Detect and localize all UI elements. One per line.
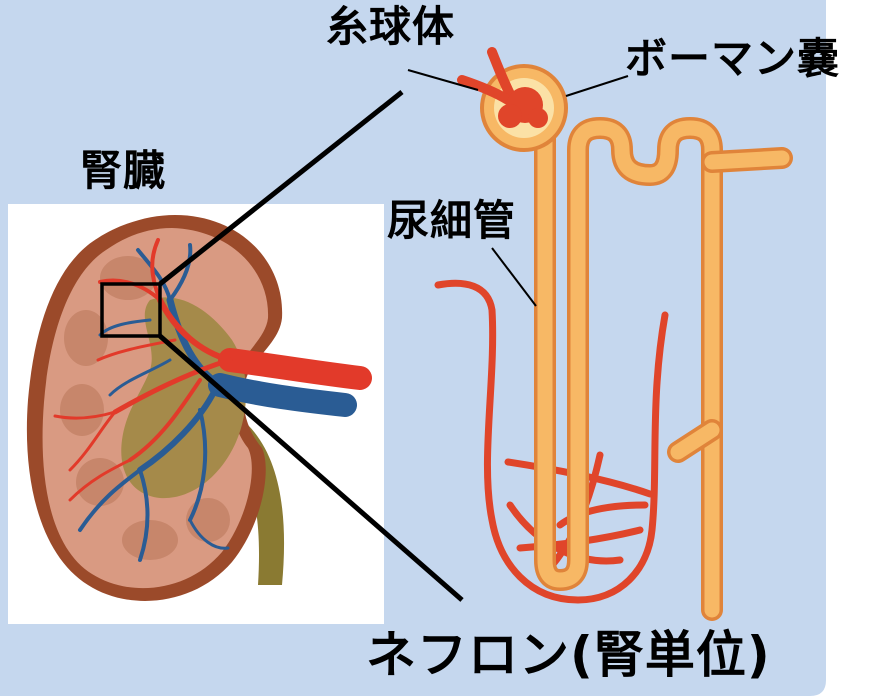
bowman-capsule-label: ボーマン嚢	[625, 38, 840, 80]
kidney-label: 腎臓	[80, 150, 166, 192]
renal-tubule-label: 尿細管	[387, 200, 516, 242]
nephron-label: ネフロン(腎単位)	[366, 630, 771, 680]
glomerulus-label: 糸球体	[326, 6, 455, 48]
